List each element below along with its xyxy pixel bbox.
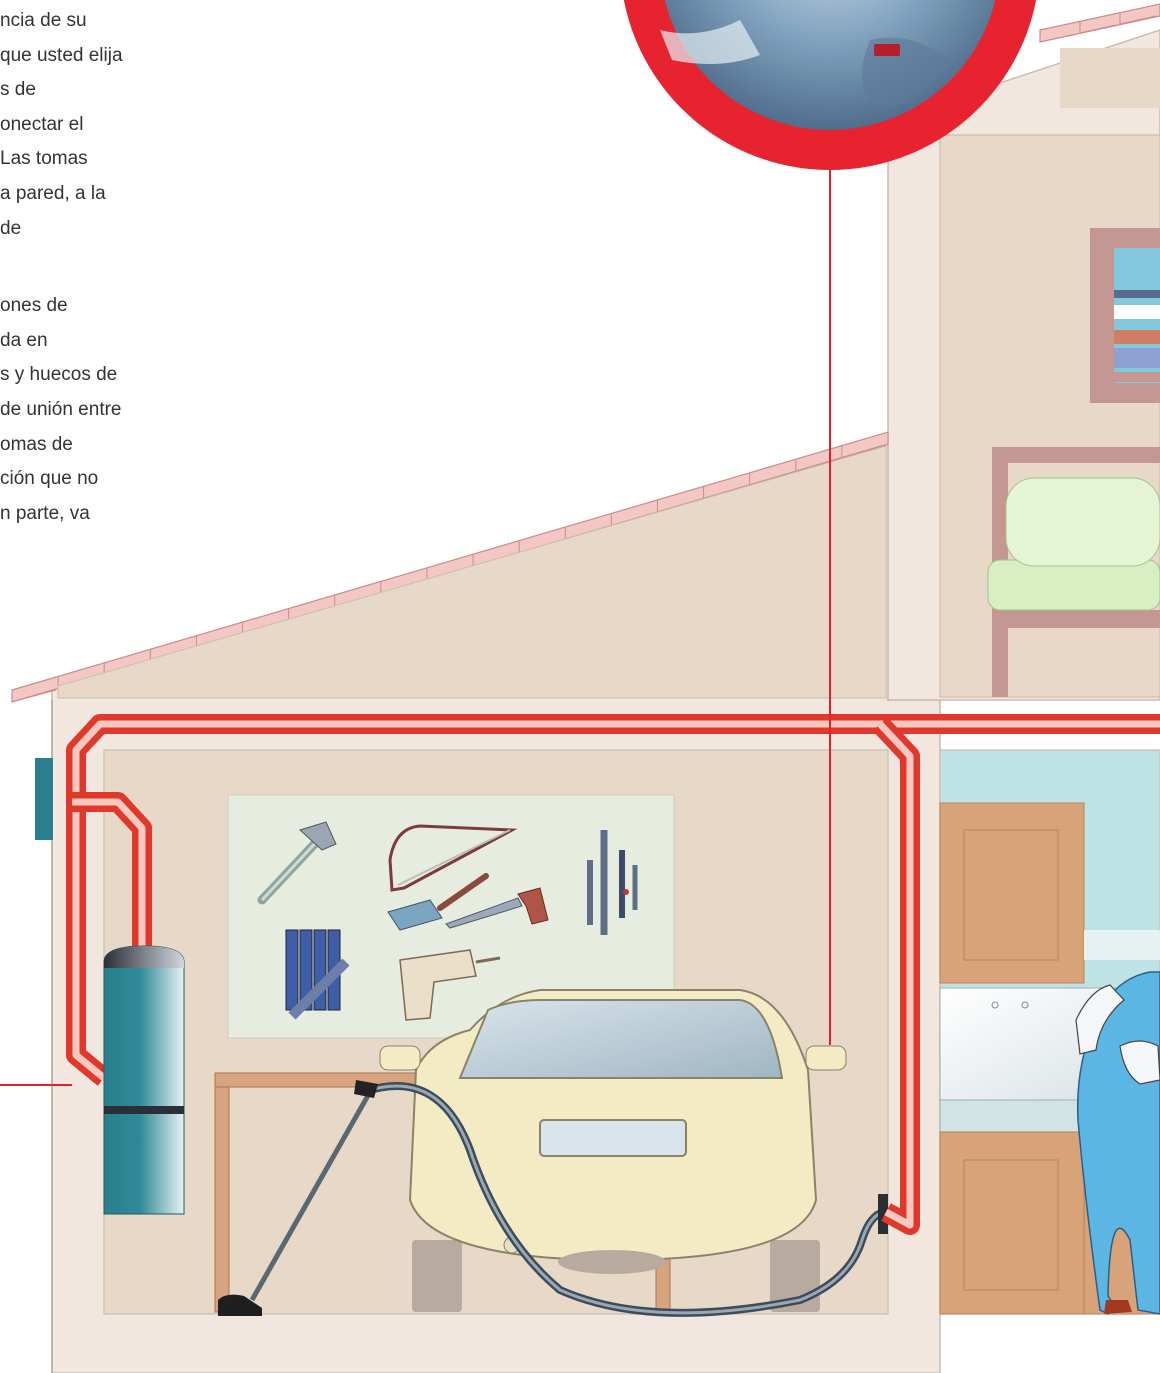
car bbox=[380, 990, 846, 1312]
bed-pillow bbox=[1006, 478, 1160, 566]
exterior-exhaust bbox=[35, 758, 53, 840]
chisels-icon bbox=[286, 930, 346, 1016]
base-cabinet bbox=[940, 1132, 1084, 1314]
bed-mattress bbox=[988, 560, 1160, 610]
license-plate bbox=[540, 1120, 686, 1156]
attic-wall bbox=[58, 446, 886, 698]
bed-frame bbox=[992, 447, 1160, 463]
central-vacuum-unit bbox=[104, 946, 184, 1214]
bedroom bbox=[940, 48, 1160, 697]
